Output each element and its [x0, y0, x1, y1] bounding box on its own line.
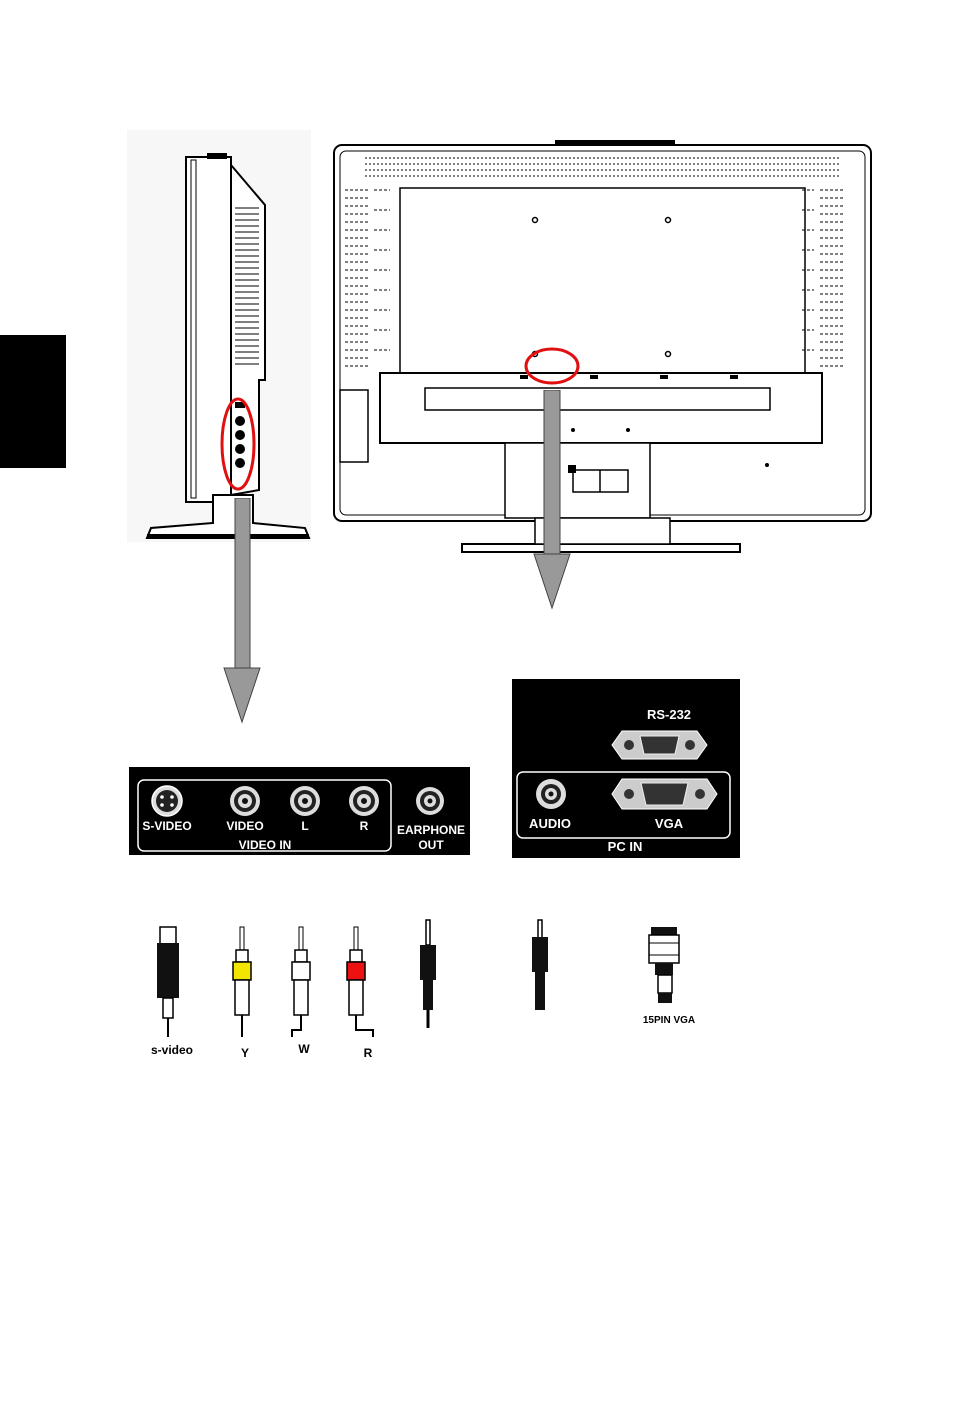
- tv-back-view: [330, 140, 875, 580]
- y-cable-label: Y: [241, 1046, 249, 1060]
- arrow-side-to-video-panel: [222, 498, 262, 724]
- svideo-cable-icon: [157, 927, 179, 1037]
- video-jack: [230, 786, 260, 816]
- yellow-rca-cable-icon: [233, 927, 251, 1037]
- pc-panel-graphic: [512, 679, 740, 858]
- earphone-label: EARPHONE: [397, 823, 465, 837]
- svideo-cable-label: s-video: [151, 1043, 193, 1057]
- video-label: VIDEO: [226, 819, 263, 833]
- w-cable-label: W: [298, 1042, 309, 1056]
- arrow-back-to-pc-panel: [532, 390, 572, 610]
- earphone-cable-icon: [420, 920, 436, 1028]
- earphone-out-label: OUT: [418, 838, 443, 852]
- audio-cable-icon: [532, 920, 548, 1010]
- left-audio-label: L: [301, 819, 308, 833]
- red-rca-cable-icon: [347, 927, 373, 1037]
- pc-audio-jack: [536, 779, 566, 809]
- vga-cable-label: 15PIN VGA: [643, 1015, 695, 1026]
- pc-in-panel: RS-232 AUDIO VGA PC IN: [512, 679, 740, 858]
- rs232-port: [612, 731, 707, 759]
- vga-port: [612, 779, 717, 809]
- cables-illustration: [140, 915, 720, 1045]
- video-in-group-label: VIDEO IN: [239, 838, 292, 852]
- rs232-label: RS-232: [647, 707, 691, 722]
- vga-cable-icon: [649, 927, 679, 1003]
- section-tab: [0, 335, 66, 468]
- audio-r-jack: [349, 786, 379, 816]
- svideo-label: S-VIDEO: [142, 819, 191, 833]
- vga-label: VGA: [655, 816, 683, 831]
- r-cable-label: R: [364, 1046, 373, 1060]
- svideo-jack: [152, 786, 182, 816]
- pc-in-group-label: PC IN: [608, 839, 643, 854]
- right-audio-label: R: [360, 819, 369, 833]
- white-rca-cable-icon: [292, 927, 310, 1037]
- video-in-panel: S-VIDEO VIDEO L R EARPHONE OUT VIDEO IN: [129, 767, 470, 855]
- audio-l-jack: [290, 786, 320, 816]
- earphone-jack: [416, 787, 444, 815]
- tv-side-view: [127, 130, 311, 542]
- pc-audio-label: AUDIO: [529, 816, 571, 831]
